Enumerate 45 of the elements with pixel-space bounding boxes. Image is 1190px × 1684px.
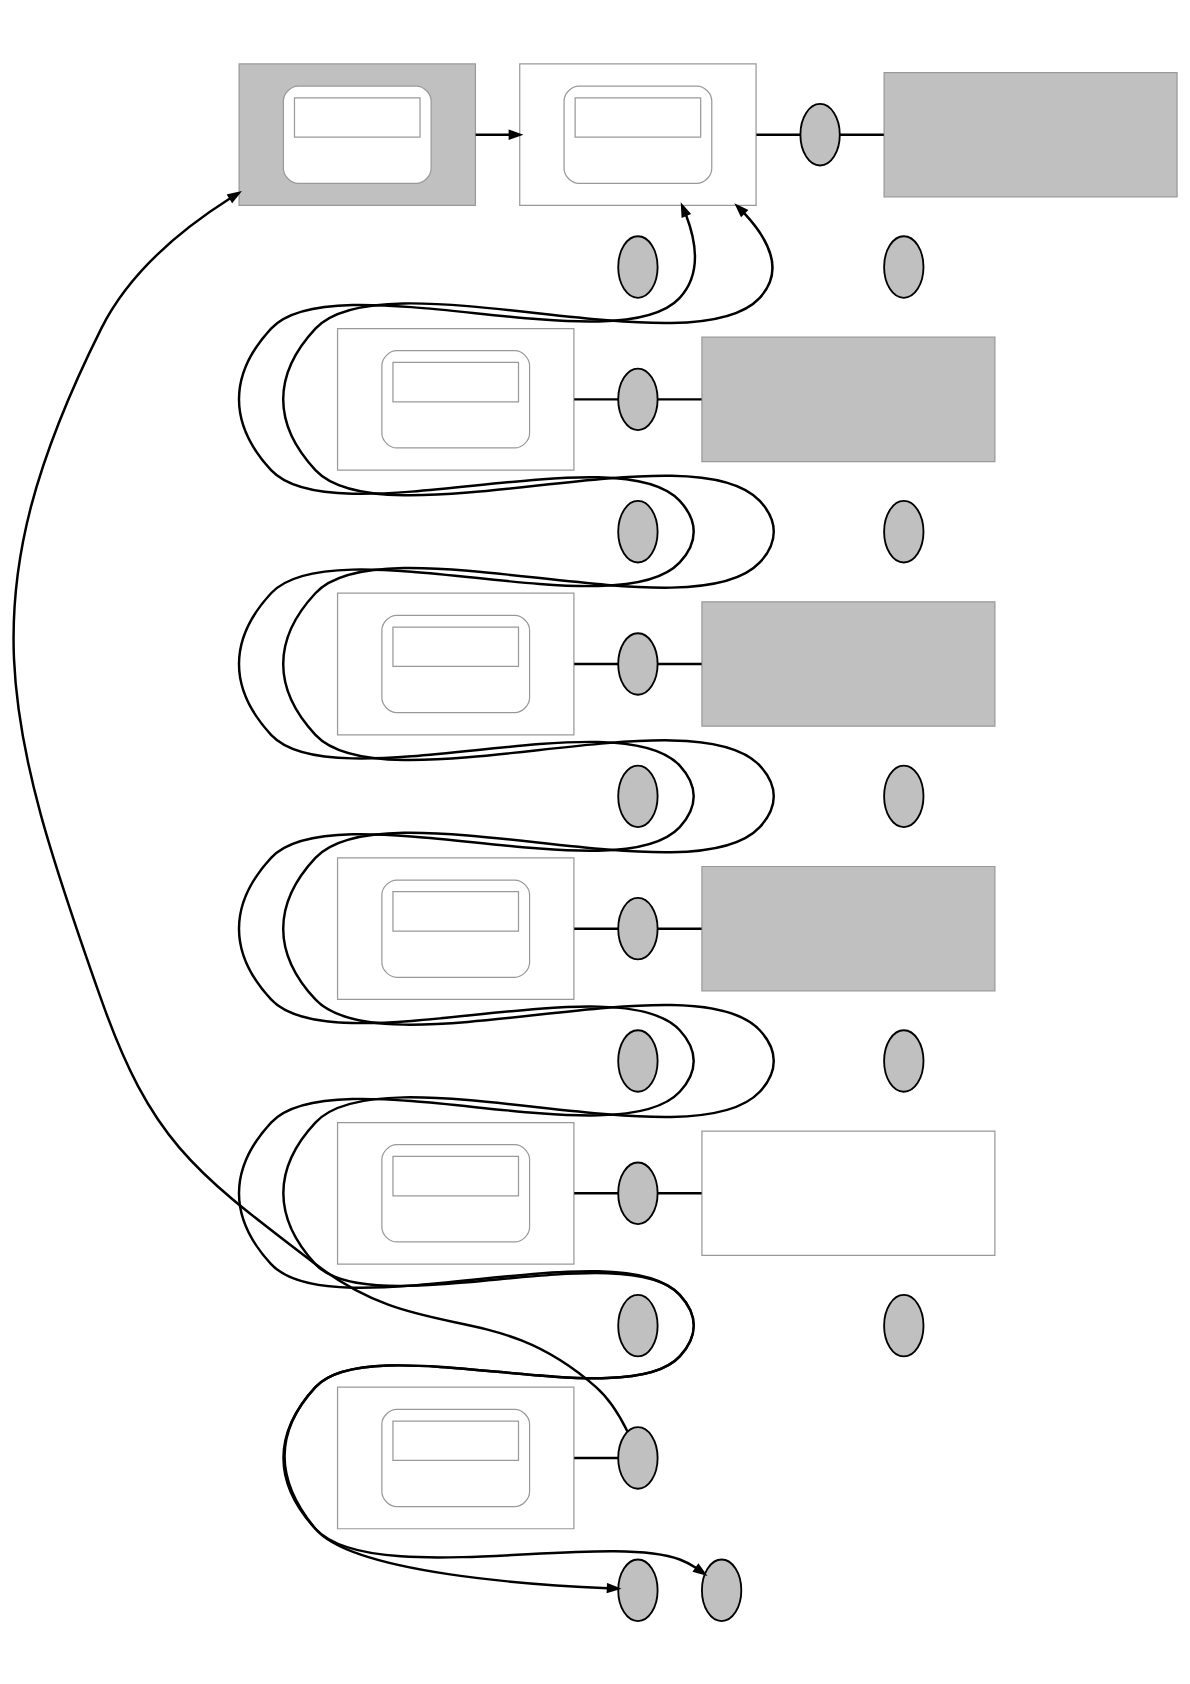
connector [574, 1456, 618, 1459]
node-box [701, 336, 996, 462]
node-ellipse [617, 234, 659, 299]
connector [574, 662, 618, 665]
node-box [336, 856, 575, 1000]
node-box [336, 592, 575, 735]
connector [574, 397, 618, 401]
node-ellipse [883, 764, 925, 828]
connector [839, 132, 884, 136]
connector [657, 1191, 702, 1195]
node-ellipse [617, 764, 659, 828]
connector [574, 1191, 618, 1195]
node-box [701, 600, 996, 727]
node-box [238, 62, 477, 206]
node-box [701, 1130, 996, 1256]
node-ellipse [799, 102, 841, 166]
node-ellipse [617, 1425, 659, 1490]
node-ellipse [883, 234, 925, 299]
node-box [336, 327, 575, 471]
node-box [883, 71, 1178, 197]
node-ellipse [883, 1293, 925, 1357]
node-ellipse [883, 499, 925, 563]
node-box [336, 1386, 575, 1529]
node-ellipse [617, 499, 659, 563]
node-ellipse [617, 1028, 659, 1093]
node-ellipse [617, 1161, 659, 1225]
connector [574, 926, 618, 930]
node-ellipse [701, 1558, 743, 1622]
node-ellipse [617, 1558, 659, 1622]
node-ellipse [617, 1293, 659, 1357]
node-ellipse [617, 896, 659, 960]
arrow [282, 202, 775, 1593]
connector [657, 662, 702, 665]
node-box [701, 865, 996, 991]
node-box [519, 62, 757, 206]
arrow [475, 129, 524, 140]
connector [657, 397, 702, 401]
arrow [237, 201, 708, 1576]
node-ellipse [617, 631, 659, 696]
node-ellipse [617, 367, 659, 431]
node-box [336, 1121, 575, 1265]
node-ellipse [883, 1028, 925, 1093]
arrow [12, 190, 629, 1432]
connector [657, 926, 702, 930]
connector [756, 132, 801, 136]
